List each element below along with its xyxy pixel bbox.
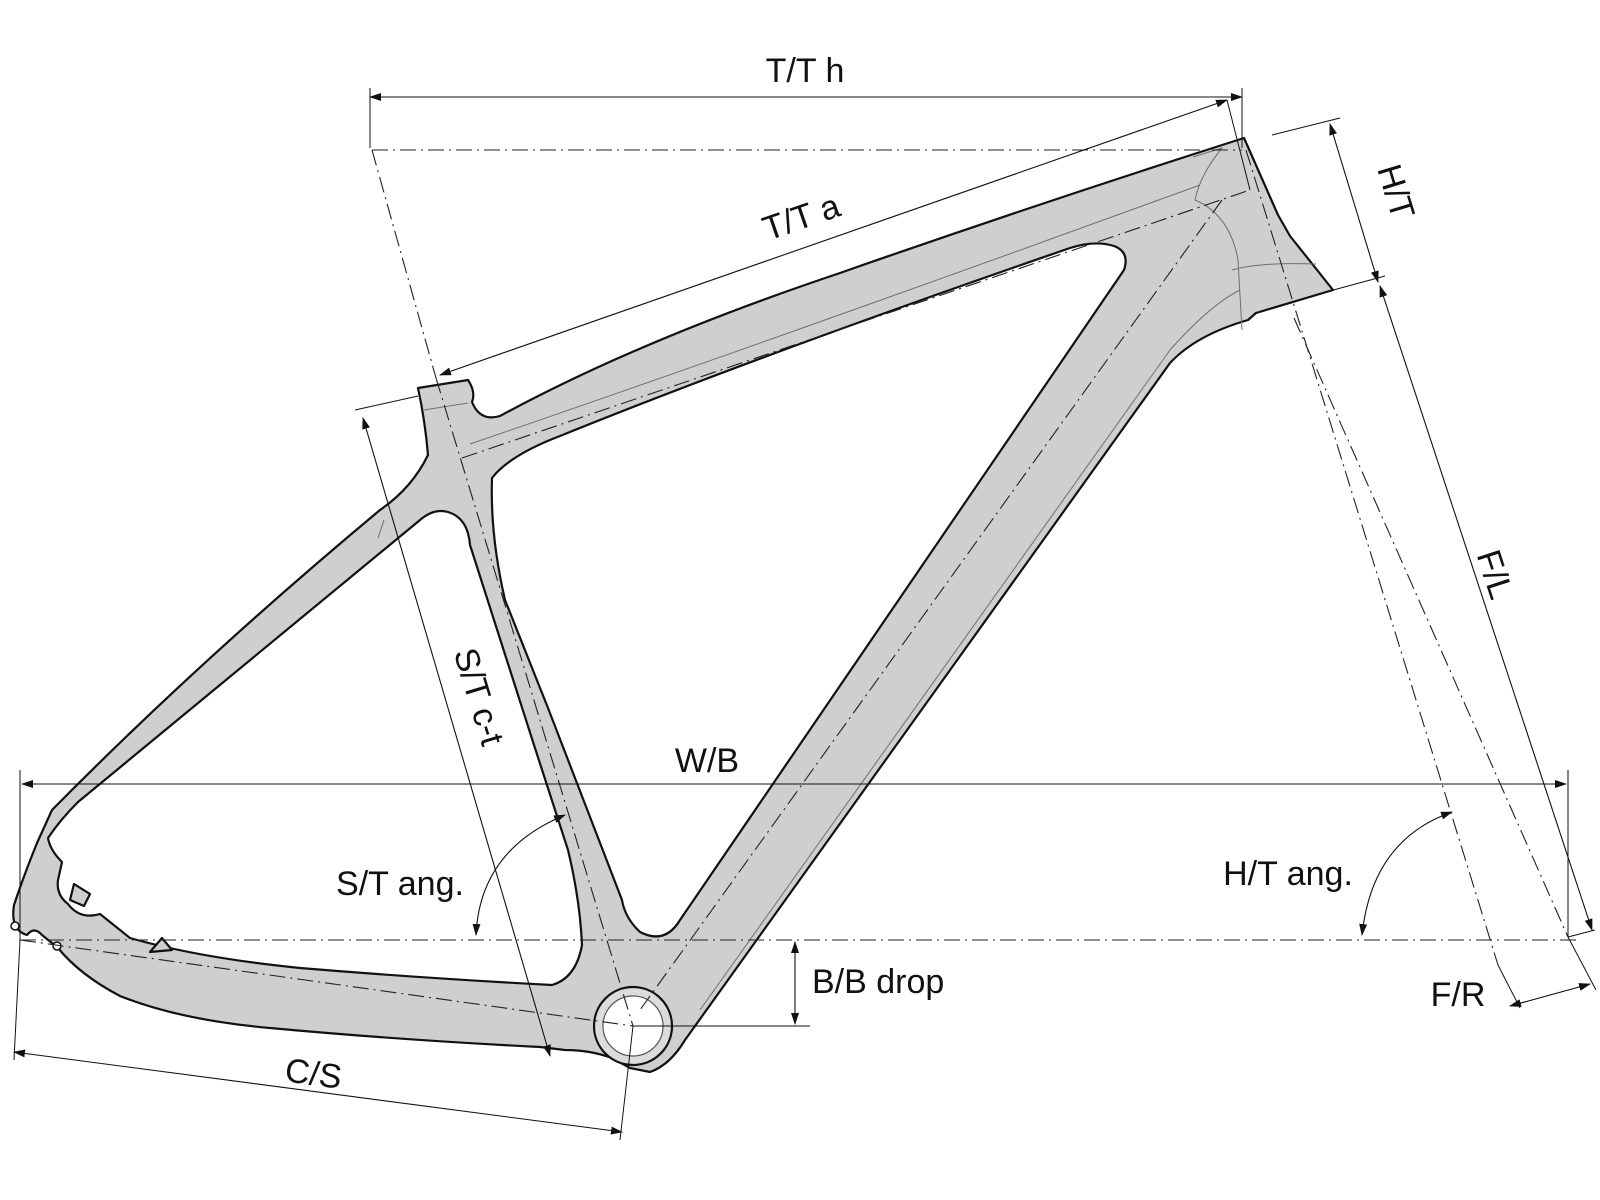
label-fork-length: F/L: [1469, 545, 1520, 603]
fr-ext-right: [1567, 936, 1597, 991]
fl-dimension-line: [1379, 285, 1593, 931]
cs-dimension-line: [13, 1049, 623, 1135]
fr-dimension-line: [1509, 983, 1591, 1007]
chainstay-bridge: [148, 936, 174, 954]
label-seat-tube-angle: S/T ang.: [336, 865, 464, 903]
down-tube-axis: [639, 199, 1223, 1011]
stct-dimension-line: [362, 417, 551, 1057]
tta-dimension-line: [439, 99, 1228, 376]
label-fork-rake: F/R: [1431, 976, 1486, 1014]
head-tube-axis: [1245, 149, 1499, 966]
label-bb-drop: B/B drop: [812, 963, 944, 1001]
label-chainstay: C/S: [283, 1052, 344, 1097]
seat-tube-axis-extension: [371, 149, 437, 379]
fork-axis: [1293, 317, 1569, 938]
tta-ext-right: [1226, 99, 1251, 191]
fr-ext-left: [1497, 964, 1521, 1009]
frame: [10, 136, 1335, 1074]
label-head-tube-angle: H/T ang.: [1223, 855, 1353, 893]
stct-ext-top: [354, 395, 419, 411]
seat-cluster-seam: [423, 402, 469, 411]
dropout-hanger: [68, 882, 92, 908]
cs-ext-left: [13, 939, 21, 1061]
label-wheelbase: W/B: [675, 742, 739, 780]
ht-ext-top: [1271, 117, 1341, 136]
ht-ext-bottom: [1325, 275, 1386, 293]
dropout-hole-icon: [10, 921, 20, 931]
fl-ext-bottom: [1567, 929, 1596, 938]
seat-tube-angle-arc: [472, 814, 566, 936]
head-tube-angle-arc: [1359, 811, 1453, 936]
head-tube-seam-lower: [1231, 263, 1317, 271]
ht-dimension-line: [1329, 123, 1379, 283]
label-tt-actual: T/T a: [758, 187, 845, 249]
label-head-tube: H/T: [1369, 160, 1421, 223]
dimensions: T/T h T/T a H/T F/L S/T c-t W/B S/T ang.…: [13, 52, 1597, 1141]
label-tt-horizontal: T/T h: [766, 52, 845, 90]
